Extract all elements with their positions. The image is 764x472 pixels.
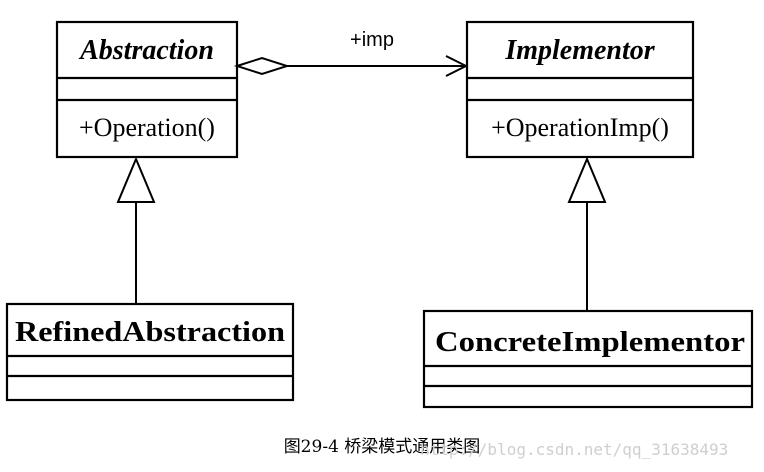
inheritance-triangle-icon bbox=[116, 156, 156, 203]
watermark-text: http://blog.csdn.net/qq_31638493 bbox=[420, 440, 729, 459]
implementor-name: Implementor bbox=[504, 35, 655, 66]
aggregation-diamond-icon bbox=[233, 56, 291, 76]
concrete-implementor-name: ConcreteImplementor bbox=[435, 327, 745, 358]
aggregation-relation: +imp bbox=[233, 29, 469, 77]
abstraction-box bbox=[55, 20, 239, 159]
class-abstraction: Abstraction +Operation() bbox=[55, 20, 239, 159]
generalization-refined-to-abstraction bbox=[116, 156, 156, 304]
inheritance-triangle-icon bbox=[567, 156, 607, 203]
implementor-box bbox=[465, 20, 695, 159]
implementor-operation: +OperationImp() bbox=[491, 113, 669, 142]
refined-abstraction-name: RefinedAbstraction bbox=[15, 317, 285, 348]
class-concrete-implementor: ConcreteImplementor bbox=[422, 309, 754, 409]
class-implementor: Implementor +OperationImp() bbox=[465, 20, 695, 159]
abstraction-name: Abstraction bbox=[78, 35, 214, 66]
navigation-arrowhead-icon bbox=[445, 55, 469, 77]
generalization-concrete-to-implementor bbox=[567, 156, 607, 311]
abstraction-operation: +Operation() bbox=[79, 113, 215, 142]
concrete-implementor-box bbox=[422, 309, 754, 409]
refined-abstraction-box bbox=[5, 302, 295, 402]
class-refined-abstraction: RefinedAbstraction bbox=[5, 302, 295, 402]
figure-caption: 图29-4 桥梁模式通用类图 bbox=[283, 437, 481, 457]
aggregation-role-label: +imp bbox=[350, 29, 394, 51]
